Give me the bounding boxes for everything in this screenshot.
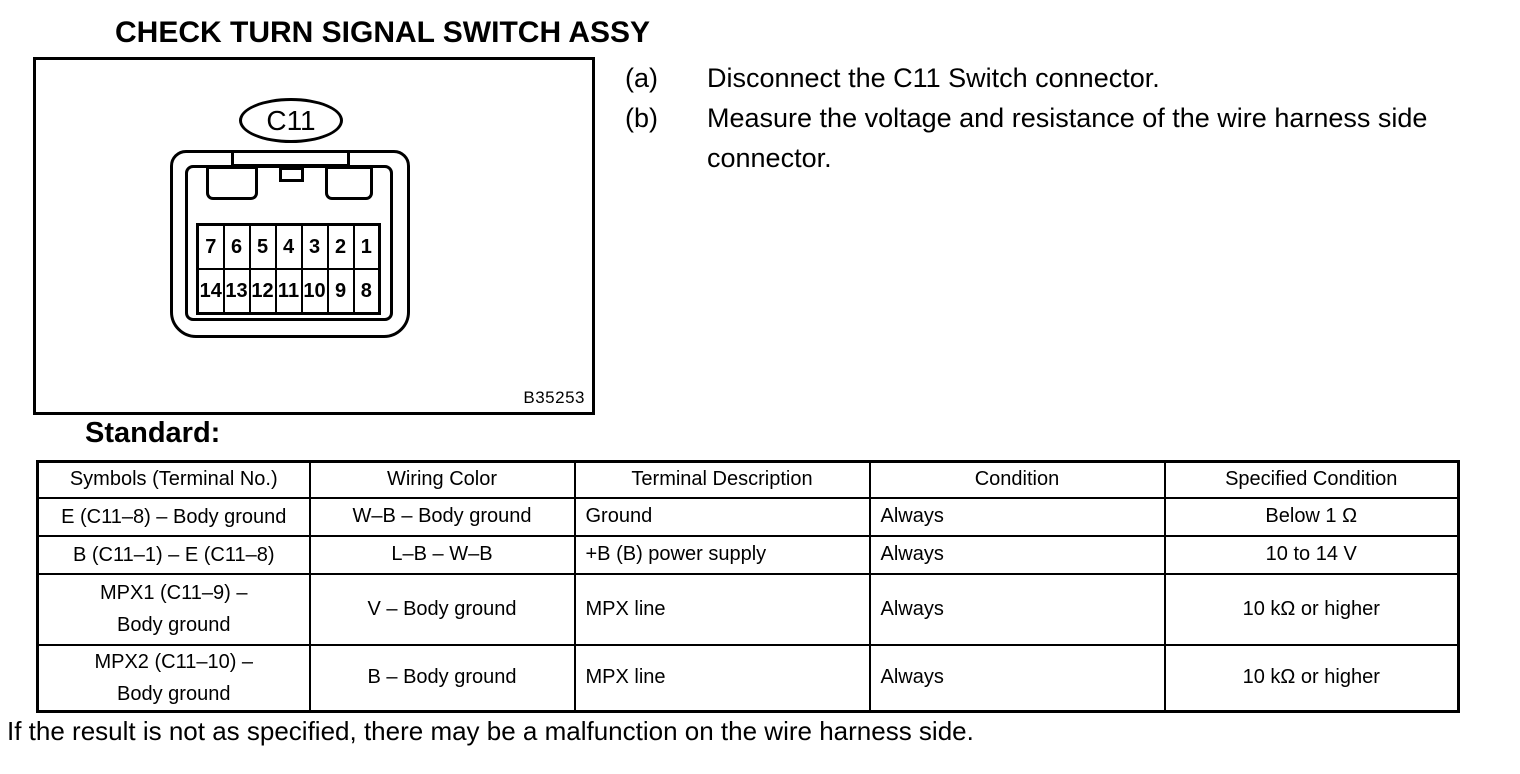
instruction-step-a: (a) Disconnect the C11 Switch connector.: [625, 58, 1489, 98]
table-row: MPX1 (C11–9) – Body ground V – Body grou…: [36, 572, 1460, 646]
step-label: (a): [625, 63, 658, 93]
table-row: MPX2 (C11–10) – Body ground B – Body gro…: [36, 643, 1460, 712]
pin-cell: 8: [352, 268, 381, 315]
cell-specified-condition: Below 1 Ω: [1163, 496, 1460, 537]
table-row: B (C11–1) – E (C11–8) L–B – W–B +B (B) p…: [36, 534, 1460, 575]
pin-cell: 9: [326, 268, 355, 315]
pin-row-bottom: 14 13 12 11 10 9 8: [196, 268, 381, 315]
cell-condition: Always: [868, 496, 1166, 537]
connector-notch-left: [206, 167, 258, 200]
instruction-list: (a) Disconnect the C11 Switch connector.…: [625, 58, 1489, 178]
pin-cell: 6: [222, 223, 251, 270]
figure-id: B35253: [523, 388, 585, 407]
cell-terminal-description: Ground: [573, 496, 871, 537]
cell-specified-condition: 10 kΩ or higher: [1163, 643, 1460, 712]
pin-cell: 5: [248, 223, 277, 270]
cell-specified-condition: 10 kΩ or higher: [1163, 572, 1460, 646]
col-header-wiring-color: Wiring Color: [308, 460, 576, 499]
pin-grid: 7 6 5 4 3 2 1 14 13 12 11 10 9 8: [196, 223, 381, 315]
step-text: Disconnect the C11 Switch connector.: [707, 63, 1160, 93]
page-title: CHECK TURN SIGNAL SWITCH ASSY: [115, 16, 651, 49]
connector-notch-right: [325, 167, 373, 200]
connector-top-tab: [231, 150, 350, 167]
cell-wiring-color: V – Body ground: [308, 572, 576, 646]
cell-wiring-color: B – Body ground: [308, 643, 576, 712]
result-note: If the result is not as specified, there…: [7, 716, 974, 746]
connector-label: C11: [266, 104, 316, 136]
pin-cell: 7: [196, 223, 225, 270]
cell-symbols: E (C11–8) – Body ground: [36, 496, 311, 537]
col-header-specified-condition: Specified Condition: [1163, 460, 1460, 499]
col-header-terminal-description: Terminal Description: [573, 460, 871, 499]
cell-condition: Always: [868, 534, 1166, 575]
pin-cell: 14: [196, 268, 225, 315]
pin-cell: 2: [326, 223, 355, 270]
cell-symbols: B (C11–1) – E (C11–8): [36, 534, 311, 575]
pin-cell: 11: [274, 268, 303, 315]
standard-heading: Standard:: [85, 417, 221, 449]
table-header-row: Symbols (Terminal No.) Wiring Color Term…: [36, 460, 1460, 499]
table-row: E (C11–8) – Body ground W–B – Body groun…: [36, 496, 1460, 537]
pin-row-top: 7 6 5 4 3 2 1: [196, 223, 381, 270]
pin-cell: 1: [352, 223, 381, 270]
cell-wiring-color: W–B – Body ground: [308, 496, 576, 537]
cell-condition: Always: [868, 643, 1166, 712]
cell-condition: Always: [868, 572, 1166, 646]
cell-symbols: MPX2 (C11–10) – Body ground: [36, 643, 311, 712]
step-text: Measure the voltage and resistance of th…: [707, 103, 1428, 173]
standard-table: Symbols (Terminal No.) Wiring Color Term…: [36, 460, 1460, 713]
cell-symbols: MPX1 (C11–9) – Body ground: [36, 572, 311, 646]
cell-terminal-description: MPX line: [573, 572, 871, 646]
connector-label-oval: C11: [239, 98, 343, 143]
connector-notch-center: [279, 167, 304, 182]
cell-terminal-description: MPX line: [573, 643, 871, 712]
cell-wiring-color: L–B – W–B: [308, 534, 576, 575]
cell-terminal-description: +B (B) power supply: [573, 534, 871, 575]
connector-figure: C11 7 6 5 4 3 2 1 14 13 12 11 10 9 8: [33, 57, 595, 415]
pin-cell: 10: [300, 268, 329, 315]
pin-cell: 13: [222, 268, 251, 315]
cell-specified-condition: 10 to 14 V: [1163, 534, 1460, 575]
col-header-symbols: Symbols (Terminal No.): [36, 460, 311, 499]
pin-cell: 4: [274, 223, 303, 270]
col-header-condition: Condition: [868, 460, 1166, 499]
pin-cell: 3: [300, 223, 329, 270]
instruction-step-b: (b) Measure the voltage and resistance o…: [625, 98, 1489, 178]
step-label: (b): [625, 103, 658, 133]
pin-cell: 12: [248, 268, 277, 315]
